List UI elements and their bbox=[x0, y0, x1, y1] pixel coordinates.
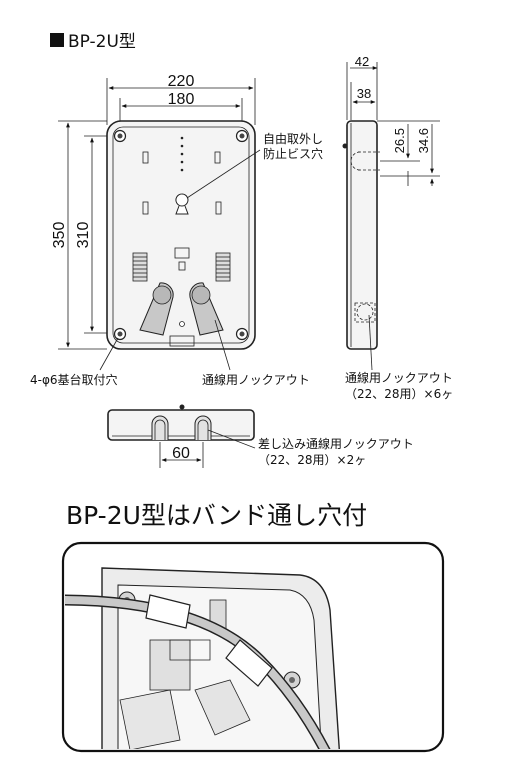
dim-spacing: 60 bbox=[172, 445, 190, 462]
box-front-outline bbox=[106, 120, 256, 350]
dim-offset-a: 26.5 bbox=[392, 128, 407, 153]
side-view: 42 38 26.5 34.6 bbox=[342, 54, 440, 350]
dim-width-outer: 220 bbox=[168, 73, 195, 90]
callout-knockout-side-line1: 通線用ノックアウト bbox=[345, 370, 453, 385]
dim-height-inner: 310 bbox=[75, 222, 92, 249]
band-illustration bbox=[61, 541, 445, 753]
dim-depth-outer: 42 bbox=[355, 54, 369, 69]
bottom-view: 60 bbox=[107, 404, 255, 468]
callout-insert-knockout-line2: （22、28用）×2ヶ bbox=[258, 453, 366, 467]
callout-knockout-front: 通線用ノックアウト bbox=[202, 372, 310, 387]
callout-insert-knockout-line1: 差し込み通線用ノックアウト bbox=[258, 436, 414, 451]
title-square-icon bbox=[50, 33, 64, 47]
box-bottom-outline bbox=[107, 409, 255, 441]
dim-offset-b: 34.6 bbox=[416, 128, 431, 153]
rib-strip-left bbox=[132, 252, 148, 282]
dim-depth-inner: 38 bbox=[357, 86, 371, 101]
mount-hole-icon bbox=[113, 129, 249, 341]
box-side-outline bbox=[346, 120, 378, 350]
keyhole-icon bbox=[175, 193, 189, 215]
front-view: 220 180 350 310 bbox=[51, 73, 256, 350]
dim-height-outer: 350 bbox=[51, 222, 68, 249]
drawing-title: BP-2U型 bbox=[68, 32, 136, 52]
callout-mount-holes: 4-φ6基台取付穴 bbox=[30, 372, 118, 387]
rib-strip-right bbox=[215, 252, 231, 282]
dim-width-inner: 180 bbox=[168, 91, 195, 108]
band-heading: BP-2U型はバンド通し穴付 bbox=[66, 501, 367, 530]
callout-knockout-side-line2: （22、28用）×6ヶ bbox=[345, 387, 453, 401]
callout-screw-hole-line1: 自由取外し bbox=[263, 132, 323, 146]
callout-screw-hole-line2: 防止ビス穴 bbox=[263, 146, 323, 161]
